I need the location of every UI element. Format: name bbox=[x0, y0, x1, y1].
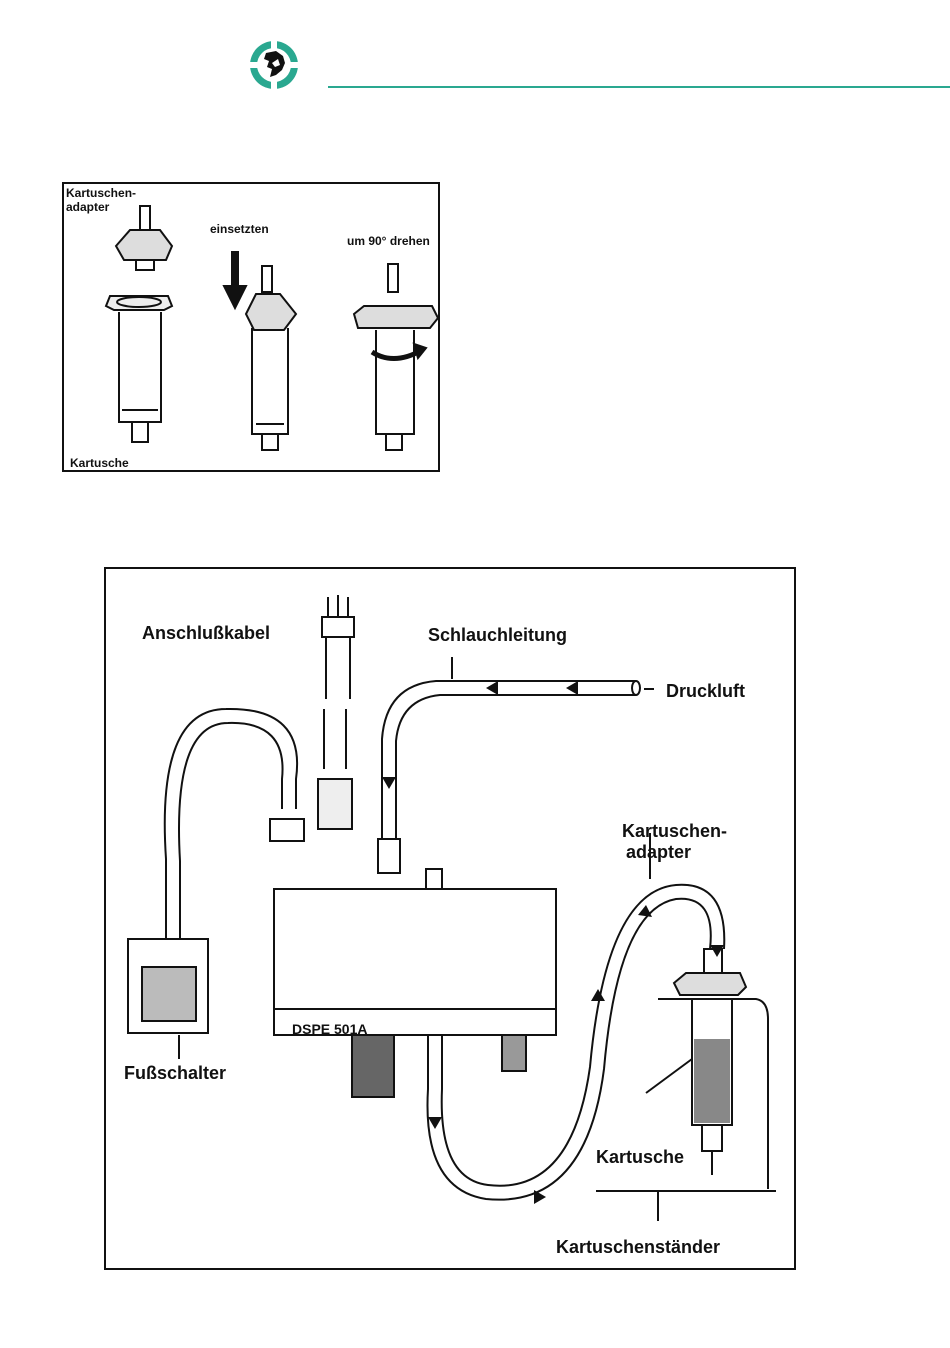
figure-dispenser-setup: Anschlußkabel Schlauchleitung Druckluft … bbox=[104, 567, 796, 1270]
dispenser-setup-illustration bbox=[106, 569, 794, 1268]
device-model-label: DSPE 501A bbox=[292, 1021, 367, 1037]
header-rule bbox=[328, 86, 950, 88]
label-adapter-line1: Kartuschen- bbox=[66, 186, 136, 200]
label-adapter-line2: adapter bbox=[66, 200, 136, 214]
company-logo-icon bbox=[248, 39, 300, 91]
label-compressed-air: Druckluft bbox=[666, 681, 745, 701]
label-cartridge-stand: Kartuschenständer bbox=[556, 1237, 720, 1257]
label-adapter-line1: Kartuschen- bbox=[622, 821, 727, 842]
label-rotate: um 90° drehen bbox=[347, 234, 430, 248]
label-adapter-line2: adapter bbox=[622, 842, 727, 863]
label-cartridge: Kartusche bbox=[596, 1147, 684, 1167]
label-foot-switch: Fußschalter bbox=[124, 1063, 226, 1083]
label-cartridge-adapter: Kartuschen- adapter bbox=[622, 821, 727, 863]
label-cartridge: Kartusche bbox=[70, 456, 129, 470]
label-power-cable: Anschlußkabel bbox=[142, 623, 270, 643]
figure-adapter-insertion: Kartuschen- adapter einsetzten um 90° dr… bbox=[62, 182, 440, 472]
label-insert: einsetzten bbox=[210, 222, 269, 236]
label-hose: Schlauchleitung bbox=[428, 625, 567, 645]
label-cartridge-adapter: Kartuschen- adapter bbox=[66, 186, 136, 214]
